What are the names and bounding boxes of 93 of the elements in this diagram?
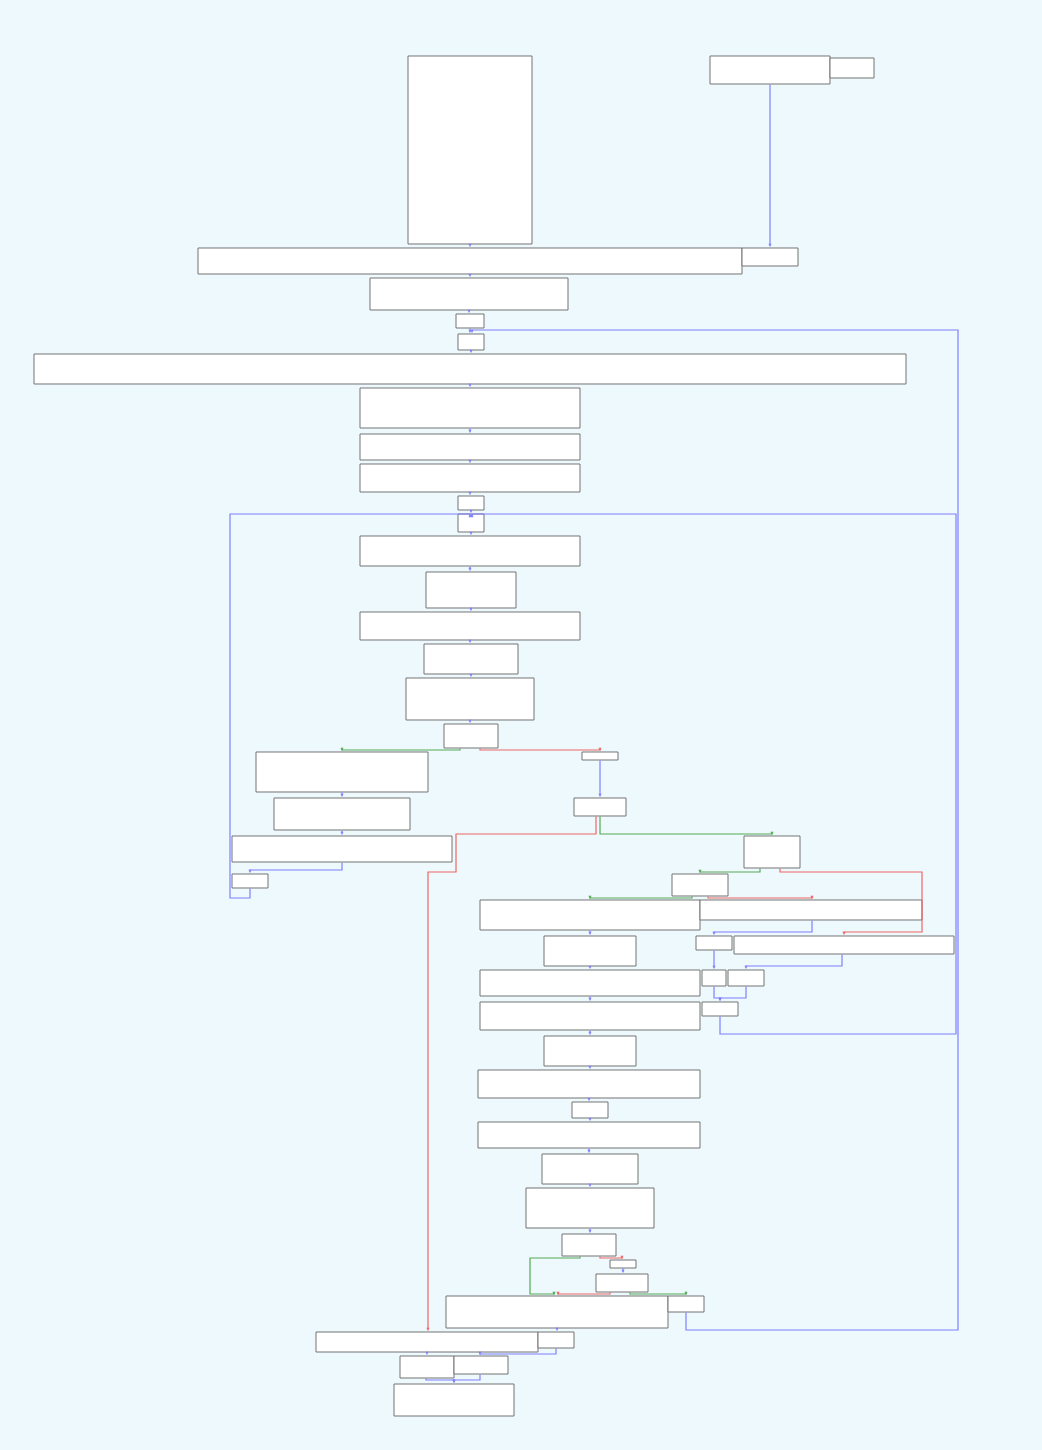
process-box (571, 1101, 609, 1119)
arrow (587, 1147, 591, 1153)
process-box (537, 1331, 575, 1349)
arrow (426, 815, 597, 1331)
process-box (573, 797, 627, 817)
arrow (478, 1347, 557, 1355)
arrow (768, 83, 772, 247)
process-box (399, 1355, 455, 1379)
process-box (525, 1187, 655, 1229)
process-box (359, 433, 581, 461)
arrow (468, 383, 472, 387)
process-box (231, 835, 453, 863)
arrow (470, 329, 959, 1331)
arrow (467, 309, 471, 313)
arrow (469, 531, 473, 535)
process-box (595, 1273, 649, 1293)
arrow (340, 829, 344, 835)
process-box (561, 1233, 617, 1257)
arrow (588, 895, 693, 899)
arrow (629, 1291, 688, 1295)
process-box (359, 387, 581, 429)
arrow (555, 1327, 559, 1331)
arrow (469, 673, 473, 677)
arrow (248, 861, 343, 873)
process-box (743, 835, 801, 869)
arrow (599, 1255, 624, 1259)
arrow (469, 607, 473, 611)
arrow (712, 919, 813, 935)
arrow (468, 491, 472, 495)
arrow (588, 1183, 592, 1187)
arrow (452, 1373, 481, 1383)
process-box (453, 1355, 509, 1375)
arrow (588, 1065, 592, 1069)
arrow (468, 719, 472, 723)
arrow (698, 867, 761, 873)
arrow (587, 1097, 591, 1101)
arrow (468, 243, 472, 247)
arrow (425, 1351, 429, 1355)
process-box (407, 55, 533, 245)
arrow (712, 949, 716, 969)
arrow (529, 1255, 581, 1295)
arrow (588, 1029, 592, 1035)
arrow (468, 565, 472, 571)
arrow (588, 929, 592, 935)
arrow (588, 965, 592, 969)
process-box (543, 1035, 637, 1067)
process-box (393, 1383, 515, 1417)
arrow (340, 791, 344, 797)
arrow (468, 639, 472, 643)
arrow (707, 895, 814, 899)
process-box (581, 751, 619, 761)
arrow (588, 1227, 592, 1233)
arrow (469, 349, 473, 353)
process-box (457, 495, 485, 511)
arrow (425, 1377, 456, 1383)
arrow (744, 953, 843, 969)
process-box (457, 333, 485, 351)
arrow (556, 1291, 611, 1295)
arrow (479, 747, 602, 751)
arrow (468, 427, 472, 433)
arrow (470, 513, 957, 1035)
arrow (588, 995, 592, 1001)
process-box (609, 1259, 637, 1269)
arrow (713, 985, 722, 1001)
process-box (455, 313, 485, 329)
process-box (255, 751, 429, 793)
arrow (599, 815, 774, 835)
arrow (598, 759, 602, 797)
arrow (588, 1117, 592, 1121)
process-box (541, 1153, 639, 1185)
process-box (425, 571, 517, 609)
process-box (829, 57, 875, 79)
process-box (701, 1001, 739, 1017)
arrow (718, 985, 747, 1001)
arrow (469, 509, 473, 513)
process-box (701, 969, 727, 987)
arrow (468, 327, 472, 333)
arrow (621, 1267, 625, 1273)
arrow (229, 513, 472, 899)
process-box (727, 969, 765, 987)
process-box (695, 935, 733, 951)
process-box (443, 723, 499, 749)
process-box (667, 1295, 705, 1313)
arrow (340, 747, 461, 751)
process-box (671, 873, 729, 897)
process-box (273, 797, 411, 831)
arrow (779, 867, 923, 935)
process-box (543, 935, 637, 967)
arrow (468, 459, 472, 463)
arrow (468, 273, 472, 277)
process-box (231, 873, 269, 889)
process-box (741, 247, 799, 267)
process-box (423, 643, 519, 675)
